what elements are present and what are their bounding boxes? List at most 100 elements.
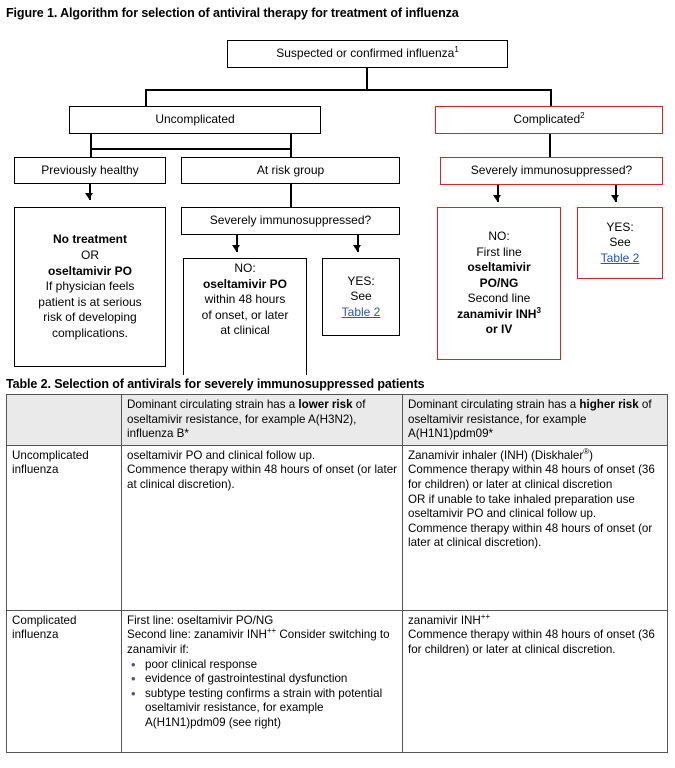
arrowhead-previously-healthy	[85, 193, 93, 199]
flow-node-at-risk-label: At risk group	[256, 162, 325, 177]
connector-to-at-risk	[290, 134, 292, 157]
flow-line: First line	[476, 244, 522, 259]
flow-line: NO:	[234, 261, 256, 275]
row-label-complicated: Complicated influenza	[6, 609, 122, 753]
flow-node-severely-immunosuppressed-right: Severely immunosuppressed?	[440, 157, 663, 185]
cell-complicated-lower-risk: First line: oseltamivir PO/NG Second lin…	[121, 609, 403, 753]
connector-complicated-down	[549, 134, 551, 157]
flow-node-root-label: Suspected or confirmed influenza	[276, 46, 455, 61]
table-header: Dominant circulating strain has a lower …	[6, 394, 668, 446]
flow-node-sev-immuno-left-label: Severely immunosuppressed?	[209, 213, 372, 228]
flow-line: zanamivir INH	[457, 306, 537, 321]
cell-complicated-higher-risk: zanamivir INH++ Commence therapy within …	[402, 609, 668, 753]
list-item: evidence of gastrointestinal dysfunction	[127, 671, 398, 687]
flow-line: of onset, or later	[201, 307, 289, 322]
flow-node-yes-left: YES: See Table 2	[322, 258, 400, 336]
flow-node-previously-healthy-label: Previously healthy	[41, 162, 139, 177]
flow-node-previously-healthy: Previously healthy	[14, 157, 166, 184]
cell-line: OR if unable to take inhaled preparation…	[408, 492, 635, 521]
flow-node-complicated-label: Complicated	[513, 112, 581, 127]
flow-node-severely-immunosuppressed-left: Severely immunosuppressed?	[181, 207, 400, 235]
flow-line: Second line	[467, 291, 531, 306]
flow-line: OR	[81, 248, 99, 263]
footnote-marker-1: 1	[454, 45, 459, 55]
flow-node-uncomplicated-label: Uncomplicated	[155, 112, 235, 127]
footnote-marker-3: 3	[536, 305, 541, 315]
header-cell-higher-risk: Dominant circulating strain has a higher…	[402, 394, 668, 446]
header-higher-bold: higher risk	[579, 398, 639, 411]
connector-sev-left-no	[236, 235, 238, 252]
arrowhead-sev-right-yes	[611, 195, 619, 201]
flow-line: complications.	[51, 325, 129, 340]
flow-node-no-right: NO: First line oseltamivir PO/NG Second …	[437, 207, 561, 360]
table-2: Dominant circulating strain has a lower …	[6, 394, 668, 753]
connector-sev-right-no	[497, 185, 499, 202]
cell-line: Consider switching to zanamivir if:	[127, 628, 390, 656]
connector-root-split	[145, 89, 551, 91]
arrowhead-sev-left-no	[232, 245, 240, 251]
header-lower-bold: lower risk	[298, 398, 353, 411]
table-2-wrapper: Dominant circulating strain has a lower …	[6, 394, 668, 753]
cell-line: Commence therapy within 48 hours of onse…	[408, 521, 653, 550]
table-row-uncomplicated: Uncomplicated influenza oseltamivir PO a…	[6, 444, 668, 611]
flow-line: risk of developing	[43, 310, 137, 325]
flow-node-no-treatment: No treatment OR oseltamivir PO If physic…	[14, 207, 166, 367]
connector-to-previously-healthy	[90, 148, 92, 157]
footnote-marker-plusplus: ++	[480, 611, 491, 621]
flow-node-suspected-or-confirmed-influenza: Suspected or confirmed influenza1	[227, 40, 508, 68]
registered-trademark-icon: ®	[583, 446, 590, 456]
figure-title: Figure 1. Algorithm for selection of ant…	[6, 6, 459, 20]
footnote-marker-plusplus: ++	[266, 626, 277, 636]
arrowhead-sev-left-yes	[353, 245, 361, 251]
list-item: subtype testing confirms a strain with p…	[127, 686, 398, 731]
link-table-2-left[interactable]: Table 2	[341, 304, 381, 319]
arrowhead-sev-right-no	[493, 195, 501, 201]
connector-sev-left-yes	[357, 235, 359, 252]
cell-line: Commence therapy within 48 hours of onse…	[408, 463, 655, 491]
header-lower-pre: Dominant circulating strain has a	[127, 398, 299, 411]
connector-uncomplicated-down	[90, 134, 92, 148]
flow-line: or IV	[485, 322, 513, 337]
connector-sev-right-yes	[615, 185, 617, 202]
flow-line: YES:	[606, 219, 634, 234]
cell-line: Zanamivir inhaler (INH) (Diskhaler	[408, 448, 584, 462]
connector-root-down	[366, 68, 368, 89]
flow-node-sev-immuno-right-label: Severely immunosuppressed?	[470, 163, 633, 178]
table-row-complicated: Complicated influenza First line: oselta…	[6, 609, 668, 753]
header-cell-lower-risk: Dominant circulating strain has a lower …	[121, 394, 403, 446]
flow-line: within 48 hours	[204, 292, 286, 307]
flow-line: oseltamivir PO	[202, 276, 288, 291]
header-lower-post: of oseltamivir resistance, for example A…	[127, 398, 366, 441]
table-header-row: Dominant circulating strain has a lower …	[6, 394, 668, 446]
cell-line: Commence therapy within 48 hours of onse…	[127, 463, 398, 491]
connector-to-uncomplicated	[145, 89, 147, 106]
flow-line: at clinical	[220, 323, 270, 338]
flow-node-yes-right: YES: See Table 2	[577, 207, 663, 279]
connector-to-complicated	[550, 89, 552, 106]
flow-line: No treatment	[52, 232, 127, 247]
flow-node-at-risk-group: At risk group	[181, 157, 400, 184]
flow-line: oseltamivir	[467, 260, 531, 275]
flow-line: See	[609, 235, 631, 250]
flow-line: PO/NG	[479, 275, 519, 290]
flow-line: oseltamivir PO	[47, 263, 133, 278]
flow-line: patient is at serious	[38, 294, 142, 309]
flow-line: See	[350, 289, 372, 304]
cell-line: Commence therapy within 48 hours of onse…	[408, 628, 655, 656]
link-table-2-right[interactable]: Table 2	[600, 250, 640, 265]
flow-node-uncomplicated: Uncomplicated	[69, 106, 321, 134]
footnote-marker-2: 2	[580, 111, 585, 121]
header-cell-blank	[6, 394, 122, 446]
cell-line: First line: oseltamivir PO/NG	[127, 613, 274, 627]
list-item: poor clinical response	[127, 657, 398, 673]
flow-node-no-left: NO: oseltamivir PO within 48 hours of on…	[183, 258, 307, 375]
cell-uncomplicated-lower-risk: oseltamivir PO and clinical follow up. C…	[121, 444, 403, 611]
table-title: Table 2. Selection of antivirals for sev…	[6, 377, 425, 391]
header-higher-post: of oseltamivir resistance, for example A…	[408, 398, 652, 441]
connector-uncomplicated-split	[90, 148, 291, 150]
flow-line: NO:	[488, 228, 510, 243]
connector-at-risk-down	[290, 184, 292, 207]
flow-line: YES:	[347, 273, 375, 288]
connector-previously-healthy-down	[89, 184, 91, 200]
bullet-list: poor clinical response evidence of gastr…	[127, 657, 398, 731]
